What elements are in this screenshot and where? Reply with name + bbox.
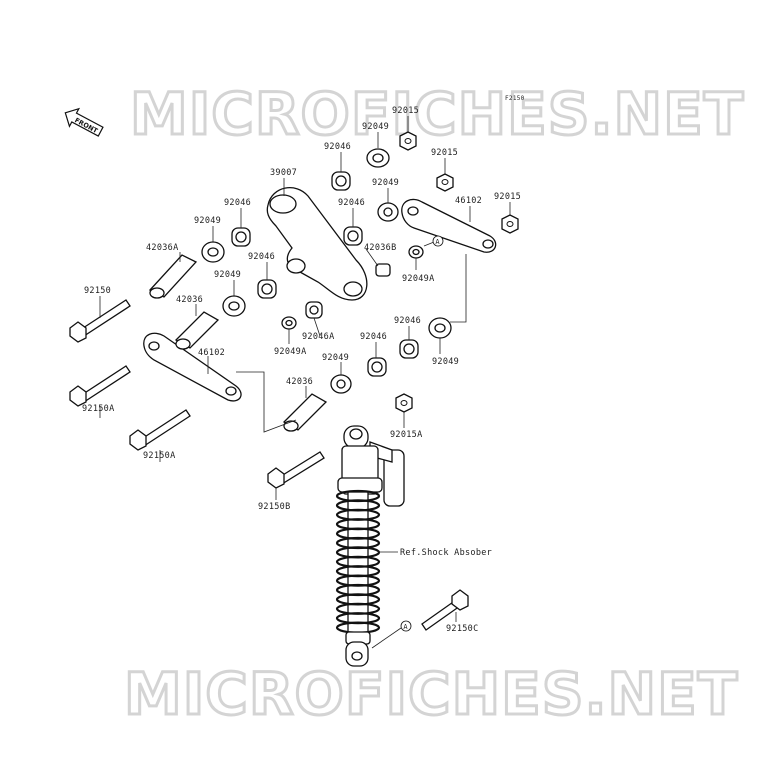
sleeve-42036-lower <box>282 393 328 432</box>
label-92049A-right: 92049A <box>402 274 435 284</box>
label-92049-lower-right: 92049 <box>432 357 459 367</box>
label-92049-lower: 92049 <box>322 353 349 363</box>
label-92049-left2: 92049 <box>214 270 241 280</box>
label-46102-left: 46102 <box>198 348 225 358</box>
diagram-code: F2150 <box>505 95 525 102</box>
label-92015-right: 92015 <box>494 192 521 202</box>
label-42036-lower: 42036 <box>286 377 313 387</box>
svg-text:A: A <box>403 623 408 631</box>
label-92046-left: 92046 <box>224 198 251 208</box>
nut-92015-right <box>501 214 519 234</box>
callout-a-lower: A <box>400 620 412 632</box>
sleeve-42036A <box>148 254 198 299</box>
callout-a-upper: A <box>432 235 444 247</box>
rocker-arm <box>266 187 368 301</box>
label-92049A-center: 92049A <box>274 347 307 357</box>
label-46102-right: 46102 <box>455 196 482 206</box>
label-92049-left: 92049 <box>194 216 221 226</box>
label-92046-top: 92046 <box>324 142 351 152</box>
watermark-bottom: MICROFICHES.NET <box>124 660 738 728</box>
bolt-92150B <box>267 451 325 489</box>
link-plate-left <box>143 332 242 402</box>
leader-lines <box>99 116 511 649</box>
label-92150A-2: 92150A <box>143 451 176 461</box>
label-92046A: 92046A <box>302 332 335 342</box>
bearing-92046A <box>305 301 323 319</box>
label-92015-top: 92015 <box>392 106 419 116</box>
part-labels: 92015 92049 92015 92046 39007 92049 9201… <box>82 106 521 634</box>
sleeve-42036-left <box>174 311 220 350</box>
bearing-92046-lower-right <box>399 339 419 359</box>
nut-92015-top <box>399 131 417 151</box>
label-92150: 92150 <box>84 286 111 296</box>
bearing-92046-left <box>231 227 251 247</box>
bolt-92150A-1 <box>69 365 131 407</box>
label-92015A: 92015A <box>390 430 423 440</box>
label-92049-mid: 92049 <box>372 178 399 188</box>
bearing-92046-left2 <box>257 279 277 299</box>
bearing-92046-right <box>343 226 363 246</box>
bearing-92046-lower <box>367 357 387 377</box>
nut-92015-mid <box>436 173 454 192</box>
label-92049-top: 92049 <box>362 122 389 132</box>
label-92046-lower-right: 92046 <box>394 316 421 326</box>
label-92046-right: 92046 <box>338 198 365 208</box>
svg-text:A: A <box>435 238 440 246</box>
label-92150B: 92150B <box>258 502 291 512</box>
bearing-92046-top <box>331 171 351 191</box>
label-ref-shock: Ref.Shock Absober <box>400 548 492 558</box>
sleeve-42036B <box>375 263 391 277</box>
label-92015-mid: 92015 <box>431 148 458 158</box>
label-42036A: 42036A <box>146 243 179 253</box>
shock-absorber <box>335 425 405 667</box>
bolt-92150C <box>421 589 469 631</box>
watermark-top: MICROFICHES.NET <box>130 80 744 148</box>
bolt-92150A-2 <box>129 409 191 451</box>
label-92046-left2: 92046 <box>248 252 275 262</box>
label-42036B: 42036B <box>364 243 397 253</box>
label-92150C: 92150C <box>446 624 479 634</box>
bolt-92150 <box>69 299 131 343</box>
label-42036-left: 42036 <box>176 295 203 305</box>
label-92046-lower: 92046 <box>360 332 387 342</box>
nut-92015A <box>395 393 413 413</box>
link-plate-right <box>401 198 497 253</box>
label-92150A-1: 92150A <box>82 404 115 414</box>
label-39007: 39007 <box>270 168 297 178</box>
front-arrow-icon: FRONT <box>64 107 104 137</box>
